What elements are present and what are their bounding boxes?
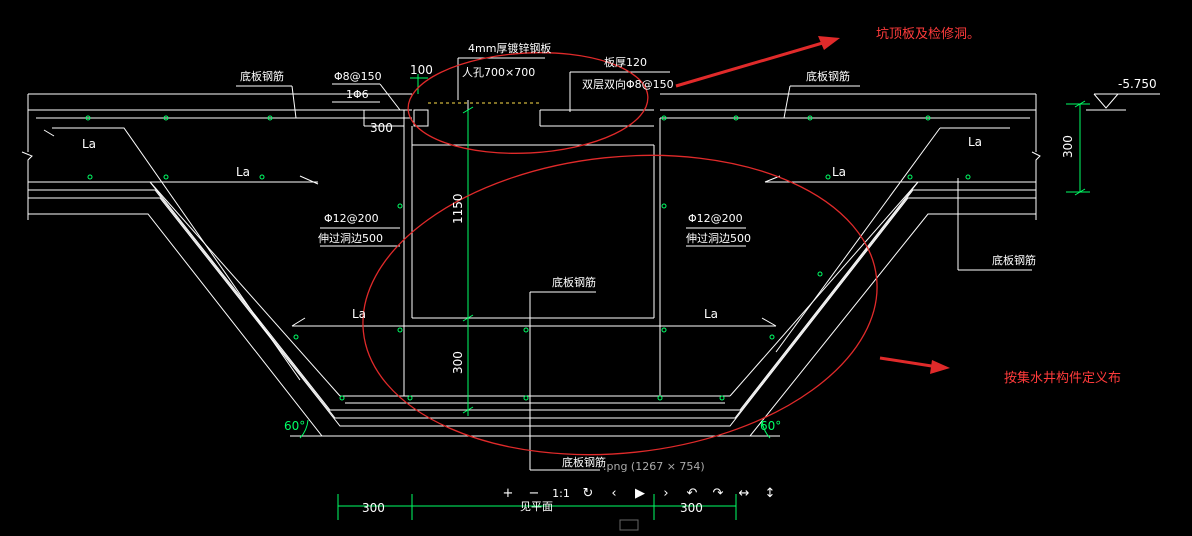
next-button[interactable]: › bbox=[663, 485, 669, 501]
bottom-rebar-center-label: 底板钢筋 bbox=[552, 275, 596, 289]
green-dims bbox=[299, 74, 1090, 520]
rebar-1phi6-label: 1Φ6 bbox=[346, 88, 369, 101]
arrow-bottom bbox=[879, 356, 950, 374]
dim-300-br-label: 300 bbox=[680, 501, 703, 515]
double-layer-label: 双层双向Φ8@150 bbox=[582, 77, 674, 91]
top-slab bbox=[21, 93, 1041, 220]
rebar-phi8-label: Φ8@150 bbox=[334, 70, 382, 83]
dim-300-top-label: 300 bbox=[370, 121, 393, 135]
la-label-5: La bbox=[352, 307, 366, 321]
extend-left-label: 伸过洞边500 bbox=[318, 232, 383, 245]
rotate-button[interactable]: ↻ bbox=[582, 485, 594, 501]
la-lines bbox=[43, 129, 960, 327]
leader-lines bbox=[236, 57, 1160, 471]
pit-walls bbox=[28, 127, 1036, 437]
elevation-label: -5.750 bbox=[1118, 77, 1157, 91]
bottom-rebar-lower-label: 底板钢筋 bbox=[562, 455, 606, 469]
dim-300-mid-label: 300 bbox=[451, 351, 465, 374]
play-button[interactable]: ▶ bbox=[635, 485, 645, 501]
plate-label: 4mm厚镀锌钢板 bbox=[468, 41, 551, 55]
bottom-rebar-left-label: 底板钢筋 bbox=[240, 69, 284, 83]
zoom-in-button[interactable]: + bbox=[502, 485, 514, 501]
la-label-6: La bbox=[704, 307, 718, 321]
fit-width-button[interactable]: ↔ bbox=[738, 485, 750, 501]
la-label-1: La bbox=[82, 137, 96, 151]
rotate-right-button[interactable]: ↷ bbox=[712, 485, 724, 501]
angle-right-label: 60° bbox=[760, 419, 781, 433]
scroll-marker bbox=[619, 519, 639, 531]
bottom-rebar-far-right-label: 底板钢筋 bbox=[992, 253, 1036, 267]
manhole-box bbox=[403, 100, 661, 396]
rebar-dots bbox=[85, 115, 971, 401]
actual-size-button[interactable]: 1:1 bbox=[552, 486, 570, 500]
bottom-rebar-right-label: 底板钢筋 bbox=[806, 69, 850, 83]
extend-right-label: 伸过洞边500 bbox=[686, 232, 751, 245]
rebar-phi12-right-label: Φ12@200 bbox=[688, 212, 743, 225]
arrow-top bbox=[675, 36, 840, 88]
dim-300-bl-label: 300 bbox=[362, 501, 385, 515]
prev-button[interactable]: ‹ bbox=[611, 485, 617, 501]
la-label-4: La bbox=[832, 165, 846, 179]
slab-thickness-label: 板厚120 bbox=[604, 55, 647, 69]
image-info: .png (1267 × 754) bbox=[603, 460, 705, 473]
la-label-3: La bbox=[968, 135, 982, 149]
red-markup bbox=[362, 52, 878, 456]
top-note: 坑顶板及检修洞。 bbox=[876, 27, 980, 42]
angle-left-label: 60° bbox=[284, 419, 305, 433]
bottom-note: 按集水井构件定义布 bbox=[1004, 370, 1121, 386]
dim-100-label: 100 bbox=[410, 63, 433, 77]
viewer-toolbar: + − 1:1 ↻ ‹ ▶ › ↶ ↷ ↔ ↕ bbox=[496, 484, 782, 502]
la-label-2: La bbox=[236, 165, 250, 179]
see-plan-label: 见平面 bbox=[520, 500, 553, 513]
fit-height-button[interactable]: ↕ bbox=[764, 485, 776, 501]
dim-1150-label: 1150 bbox=[451, 193, 465, 224]
rotate-left-button[interactable]: ↶ bbox=[686, 485, 698, 501]
zoom-out-button[interactable]: − bbox=[528, 485, 540, 501]
rebar-phi12-left-label: Φ12@200 bbox=[324, 212, 379, 225]
manhole-label: 人孔700×700 bbox=[462, 66, 535, 79]
dim-300-right-label: 300 bbox=[1061, 135, 1075, 158]
